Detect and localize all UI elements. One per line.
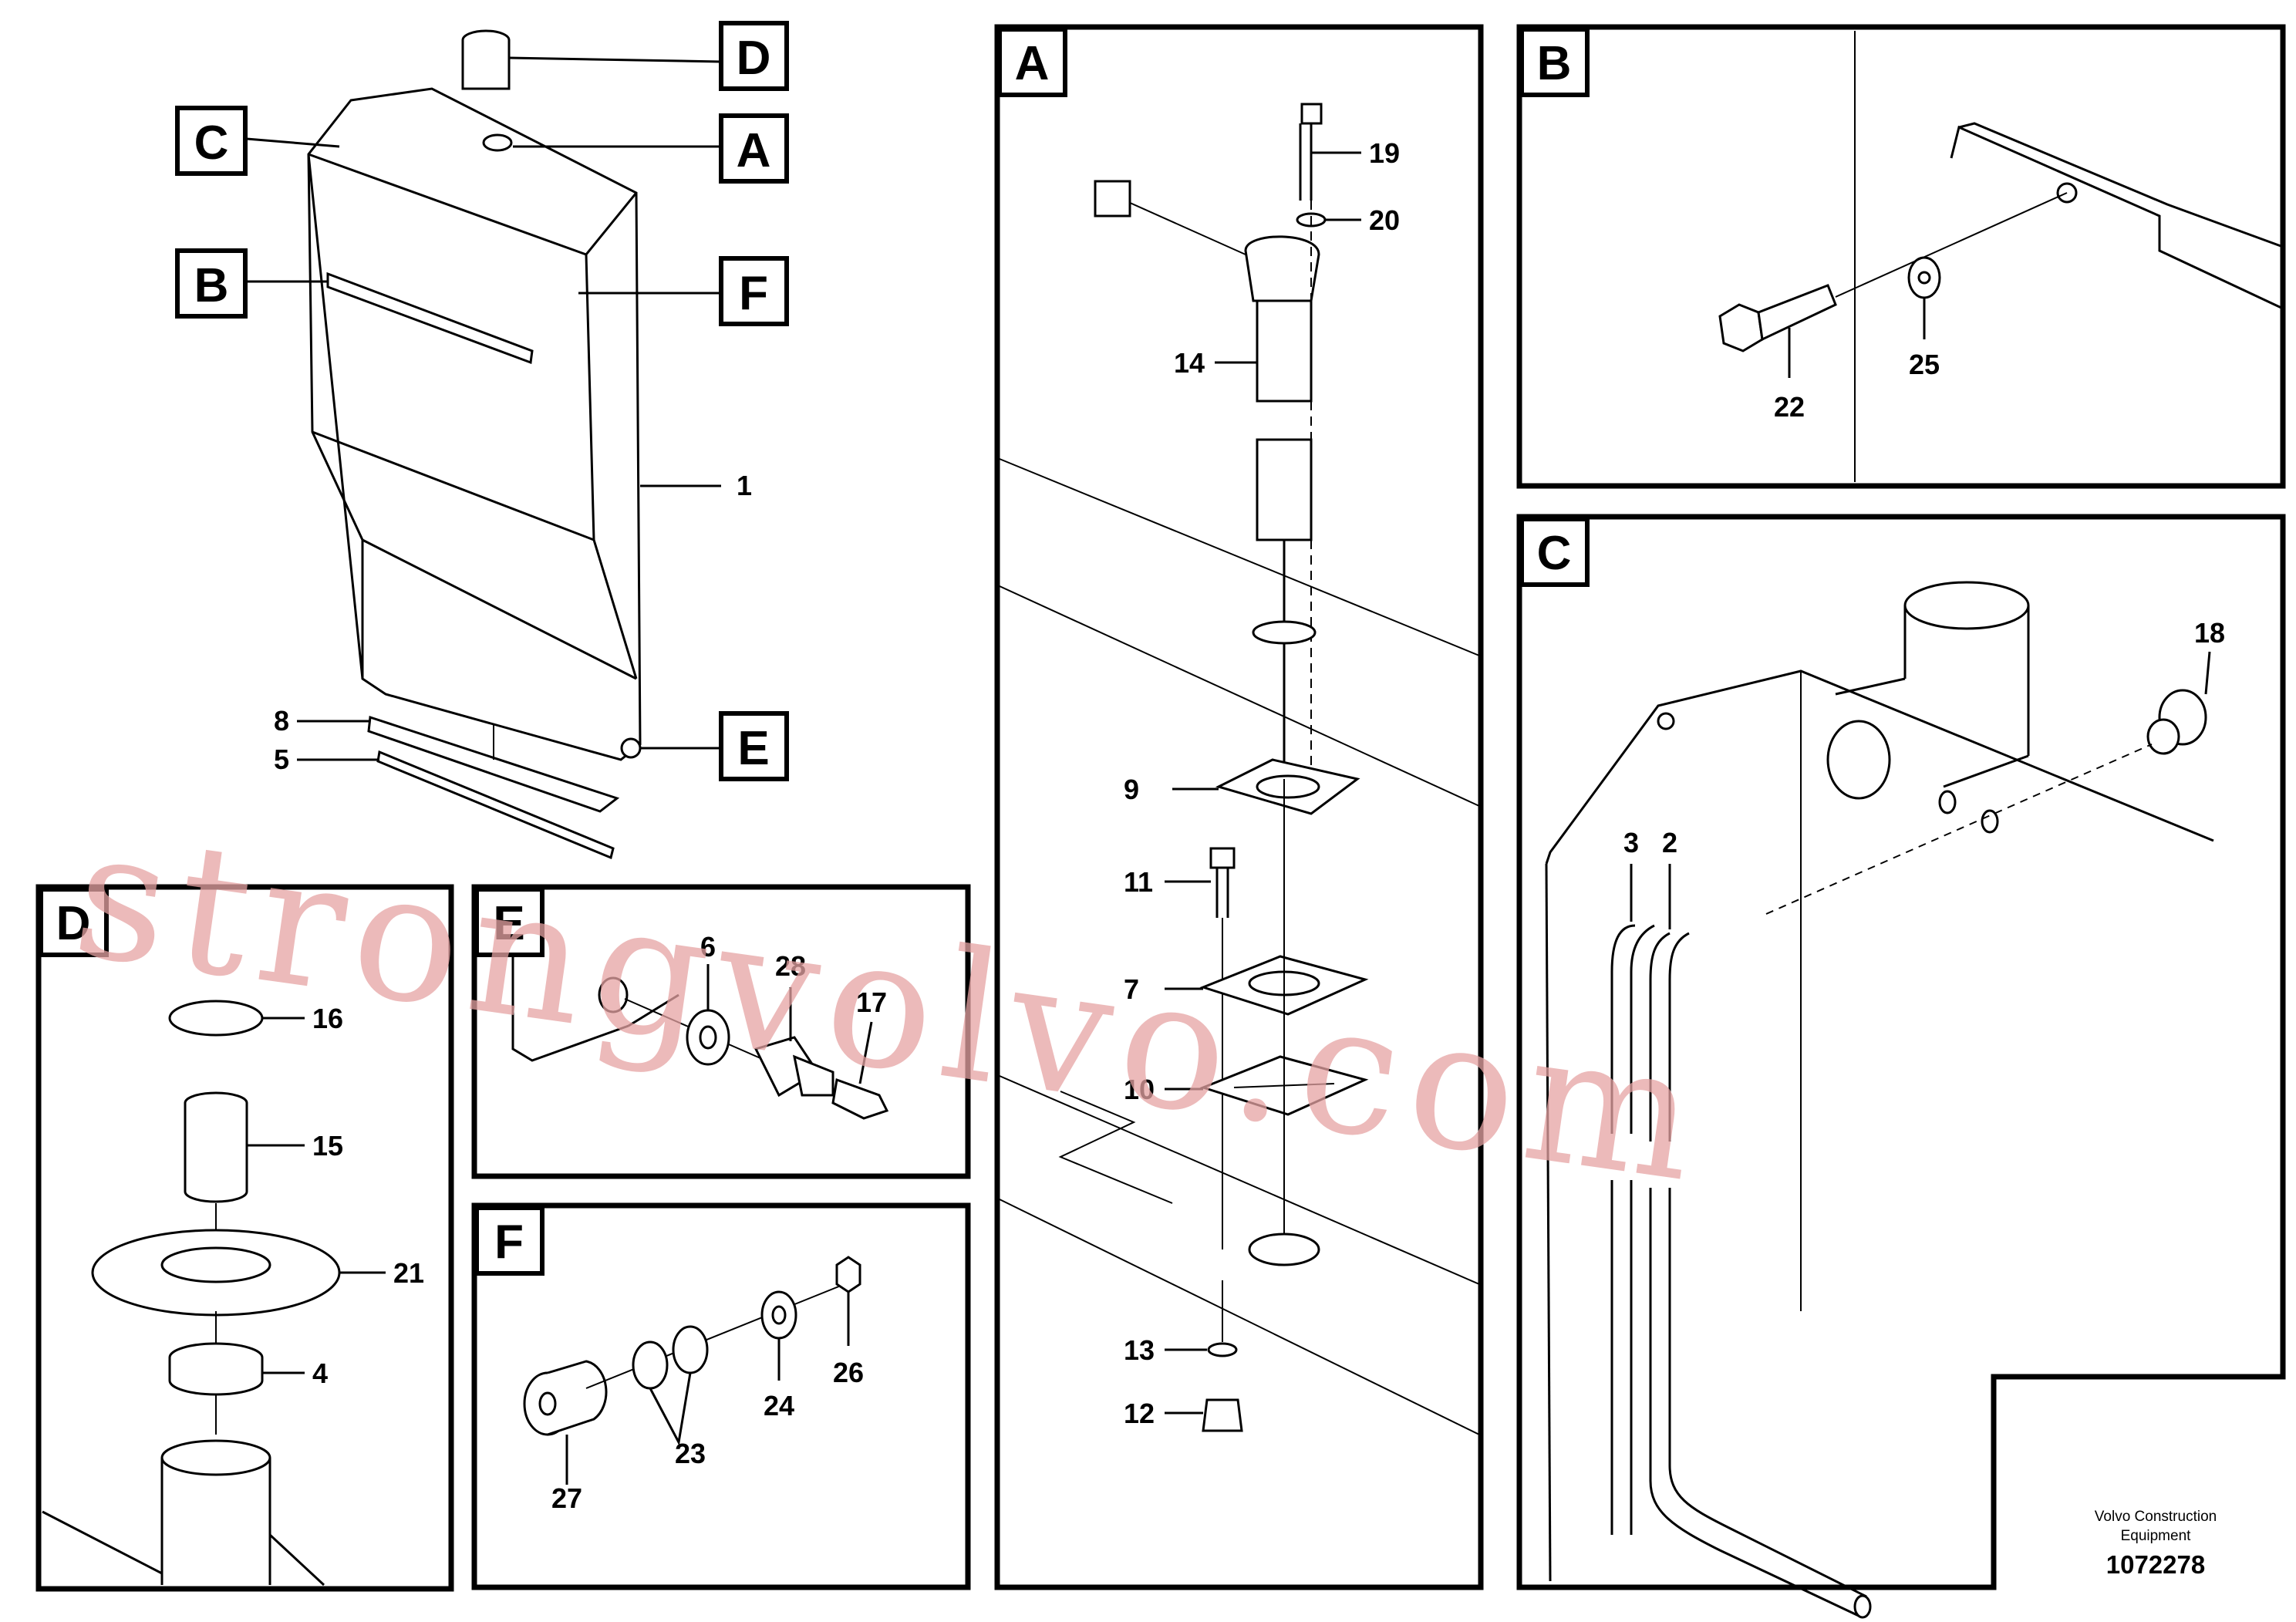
- callout-24: 24: [764, 1390, 794, 1421]
- panel-a: A: [994, 24, 1484, 1590]
- panel-c-letter: C: [1537, 527, 1572, 580]
- callout-18: 18: [2194, 617, 2225, 649]
- callout-8: 8: [274, 705, 289, 737]
- tag-a-label: A: [737, 124, 771, 177]
- callout-20: 20: [1369, 204, 1400, 236]
- callout-15: 15: [312, 1130, 343, 1162]
- callout-26: 26: [833, 1357, 864, 1388]
- document-number: 1072278: [2106, 1550, 2205, 1579]
- callout-19: 19: [1369, 137, 1400, 169]
- panel-f-letter: F: [494, 1216, 524, 1269]
- tag-e-label: E: [737, 722, 769, 775]
- callout-4: 4: [312, 1357, 328, 1389]
- tank-overview: [307, 29, 642, 860]
- callout-28: 28: [775, 950, 806, 982]
- callout-9: 9: [1124, 774, 1139, 805]
- credit-line-1: Volvo Construction: [2095, 1509, 2217, 1525]
- callout-22: 22: [1774, 391, 1805, 423]
- panel-d: D 16 15 21 4: [35, 884, 454, 1592]
- panel-b-letter: B: [1537, 37, 1572, 90]
- panel-f: F 23 24 26 27: [471, 1202, 971, 1590]
- panel-e-letter: E: [493, 897, 524, 950]
- panel-c: C 18 3 2: [1516, 514, 2286, 1619]
- callout-13: 13: [1124, 1334, 1155, 1366]
- footer: Volvo Construction Equipment 1072278: [2095, 1509, 2217, 1579]
- panel-e: E 6 28 17: [471, 884, 971, 1179]
- callout-25: 25: [1909, 349, 1940, 380]
- overview-leaders: [246, 56, 722, 761]
- callout-1: 1: [737, 470, 752, 501]
- panel-a-letter: A: [1015, 37, 1050, 90]
- tag-f-label: F: [739, 267, 768, 320]
- panel-d-letter: D: [56, 897, 91, 950]
- tag-b-label: B: [194, 259, 229, 312]
- callout-21: 21: [393, 1257, 424, 1289]
- callout-12: 12: [1124, 1398, 1155, 1429]
- panel-b: B 22 25: [1516, 24, 2286, 489]
- tag-c-label: C: [194, 116, 229, 170]
- credit-line-2: Equipment: [2121, 1528, 2192, 1544]
- tag-d-label: D: [737, 32, 771, 85]
- callout-3: 3: [1623, 827, 1639, 858]
- callout-14: 14: [1174, 347, 1205, 379]
- callout-7: 7: [1124, 973, 1139, 1005]
- callout-27: 27: [551, 1482, 582, 1514]
- callout-23: 23: [675, 1438, 706, 1469]
- callout-10: 10: [1124, 1074, 1155, 1105]
- callout-6: 6: [700, 931, 716, 963]
- callout-5: 5: [274, 744, 289, 775]
- callout-11: 11: [1124, 866, 1153, 898]
- callout-17: 17: [856, 986, 887, 1018]
- callout-16: 16: [312, 1003, 343, 1034]
- callout-2: 2: [1662, 827, 1677, 858]
- letter-tags: D C A B F E: [175, 21, 789, 781]
